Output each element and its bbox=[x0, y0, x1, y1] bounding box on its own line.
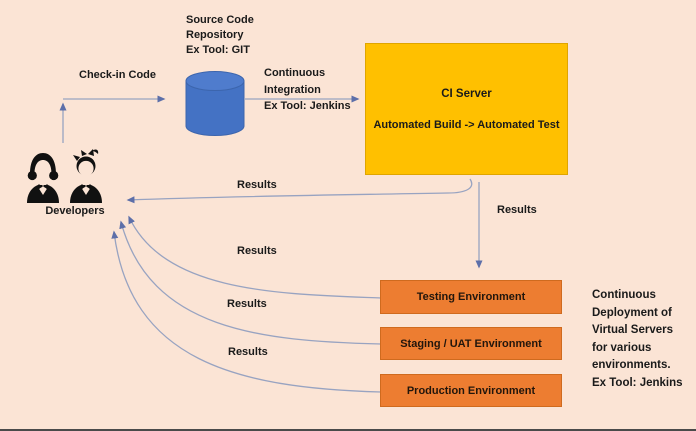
staging-uat-environment-box: Staging / UAT Environment bbox=[380, 327, 562, 360]
checkin-label: Check-in Code bbox=[79, 69, 157, 81]
production-environment-box: Production Environment bbox=[380, 374, 562, 407]
female-developer-icon bbox=[26, 151, 60, 203]
developers-label: Developers bbox=[45, 205, 105, 217]
male-developer-icon bbox=[68, 149, 104, 203]
checkin-arrow bbox=[59, 95, 166, 143]
results-production-to-developers-arrow bbox=[111, 230, 382, 393]
results-testing-to-developers-arrow bbox=[128, 215, 382, 299]
ci-server-subtitle: Automated Build -> Automated Test bbox=[373, 118, 560, 131]
results-label-top: Results bbox=[237, 179, 277, 191]
ci-server-box: CI Server Automated Build -> Automated T… bbox=[365, 43, 568, 175]
results-ci-to-developers-arrow bbox=[126, 178, 473, 204]
source-repo-label: Source Code Repository Ex Tool: GIT bbox=[186, 14, 254, 56]
results-label-production: Results bbox=[228, 346, 268, 358]
testing-environment-box: Testing Environment bbox=[380, 280, 562, 314]
results-label-testing: Results bbox=[237, 245, 277, 257]
bottom-frame-edge bbox=[0, 429, 696, 431]
ci-server-title: CI Server bbox=[441, 87, 492, 100]
continuous-integration-label: Continuous Integration Ex Tool: Jenkins bbox=[264, 67, 351, 112]
results-staging-to-developers-arrow bbox=[119, 220, 382, 345]
continuous-deployment-note: Continuous Deployment of Virtual Servers… bbox=[592, 289, 683, 389]
results-label-vertical: Results bbox=[497, 204, 537, 216]
results-label-staging: Results bbox=[227, 298, 267, 310]
database-cylinder-icon bbox=[185, 71, 245, 136]
